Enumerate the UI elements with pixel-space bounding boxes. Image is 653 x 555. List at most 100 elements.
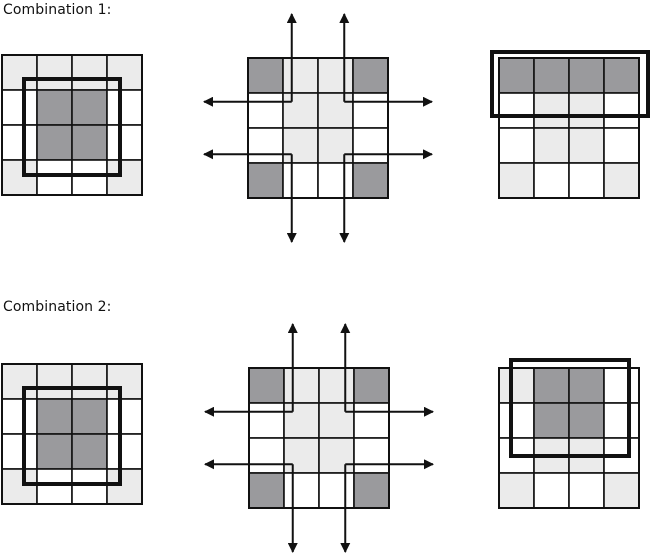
- grid-cell: [247, 162, 284, 199]
- grid-cell: [603, 367, 640, 404]
- grid-cell: [1, 363, 38, 400]
- grid-cell: [352, 57, 389, 94]
- grid-cell: [603, 402, 640, 439]
- grid-cell: [533, 162, 570, 199]
- grid-border: [498, 367, 640, 509]
- grid-cell: [353, 472, 390, 509]
- grid-cell: [36, 363, 73, 400]
- grid-cell: [71, 159, 108, 196]
- grid-cell: [498, 472, 535, 509]
- grid-cell: [106, 363, 143, 400]
- grid-cell: [36, 124, 73, 161]
- grid-cell: [36, 433, 73, 470]
- grid-cell: [283, 472, 320, 509]
- grid-cell: [1, 398, 38, 435]
- bold-window-frame: [22, 77, 122, 177]
- grid-cell: [317, 92, 354, 129]
- grid-cell: [283, 402, 320, 439]
- grid-cell: [71, 363, 108, 400]
- grid-cell: [498, 402, 535, 439]
- grid-cell: [282, 57, 319, 94]
- grid-cell: [498, 367, 535, 404]
- grid-cell: [36, 159, 73, 196]
- grid-cell: [568, 367, 605, 404]
- grid-cell: [318, 472, 355, 509]
- grid-cell: [71, 89, 108, 126]
- grid-cell: [568, 127, 605, 164]
- grid-cell: [106, 159, 143, 196]
- grid-cell: [318, 437, 355, 474]
- grid-cell: [282, 127, 319, 164]
- grid-cell: [247, 127, 284, 164]
- grid-cell: [71, 433, 108, 470]
- grid-cell: [353, 402, 390, 439]
- grid-cell: [106, 433, 143, 470]
- grid-cell: [533, 57, 570, 94]
- grid-cell: [353, 367, 390, 404]
- grid-cell: [71, 398, 108, 435]
- grid-cell: [106, 124, 143, 161]
- bold-window-frame: [509, 358, 631, 458]
- bold-window-frame: [490, 50, 650, 118]
- grid-cell: [247, 57, 284, 94]
- grid-cell: [106, 89, 143, 126]
- grid-cell: [1, 89, 38, 126]
- grid-cell: [36, 54, 73, 91]
- grid-cell: [71, 124, 108, 161]
- grid-cell: [36, 468, 73, 505]
- grid-cell: [568, 472, 605, 509]
- grid-cell: [248, 472, 285, 509]
- grid-cell: [248, 437, 285, 474]
- grid-cell: [318, 367, 355, 404]
- grid-cell: [318, 402, 355, 439]
- grid-border: [248, 367, 390, 509]
- grid-border: [1, 54, 143, 196]
- grid-cell: [317, 162, 354, 199]
- grid-cell: [36, 89, 73, 126]
- grid-cell: [106, 398, 143, 435]
- grid-cell: [352, 162, 389, 199]
- grid-cell: [36, 398, 73, 435]
- grid-cell: [1, 54, 38, 91]
- combination-2-title: Combination 2:: [3, 299, 112, 315]
- grid-cell: [603, 127, 640, 164]
- grid-cell: [603, 162, 640, 199]
- grid-cell: [248, 367, 285, 404]
- grid-cell: [283, 367, 320, 404]
- grid-cell: [1, 159, 38, 196]
- grid-cell: [282, 162, 319, 199]
- combination-1-title: Combination 1:: [3, 2, 112, 18]
- grid-cell: [248, 402, 285, 439]
- grid-cell: [1, 468, 38, 505]
- grid-cell: [533, 472, 570, 509]
- grid-cell: [603, 92, 640, 129]
- grid-cell: [568, 162, 605, 199]
- grid-border: [1, 363, 143, 505]
- grid-cell: [498, 162, 535, 199]
- grid-cell: [106, 54, 143, 91]
- grid-cell: [498, 57, 535, 94]
- grid-cell: [282, 92, 319, 129]
- grid-cell: [353, 437, 390, 474]
- grid-cell: [317, 57, 354, 94]
- grid-cell: [568, 92, 605, 129]
- grid-cell: [603, 57, 640, 94]
- grid-border: [498, 57, 640, 199]
- grid-cell: [247, 92, 284, 129]
- grid-cell: [603, 472, 640, 509]
- grid-cell: [498, 127, 535, 164]
- grid-cell: [317, 127, 354, 164]
- grid-cell: [533, 402, 570, 439]
- grid-cell: [283, 437, 320, 474]
- bold-window-frame: [22, 386, 122, 486]
- grid-cell: [498, 92, 535, 129]
- grid-cell: [568, 402, 605, 439]
- grid-cell: [568, 57, 605, 94]
- grid-cell: [533, 127, 570, 164]
- grid-cell: [352, 127, 389, 164]
- grid-cell: [352, 92, 389, 129]
- grid-cell: [106, 468, 143, 505]
- grid-cell: [1, 433, 38, 470]
- grid-cell: [533, 92, 570, 129]
